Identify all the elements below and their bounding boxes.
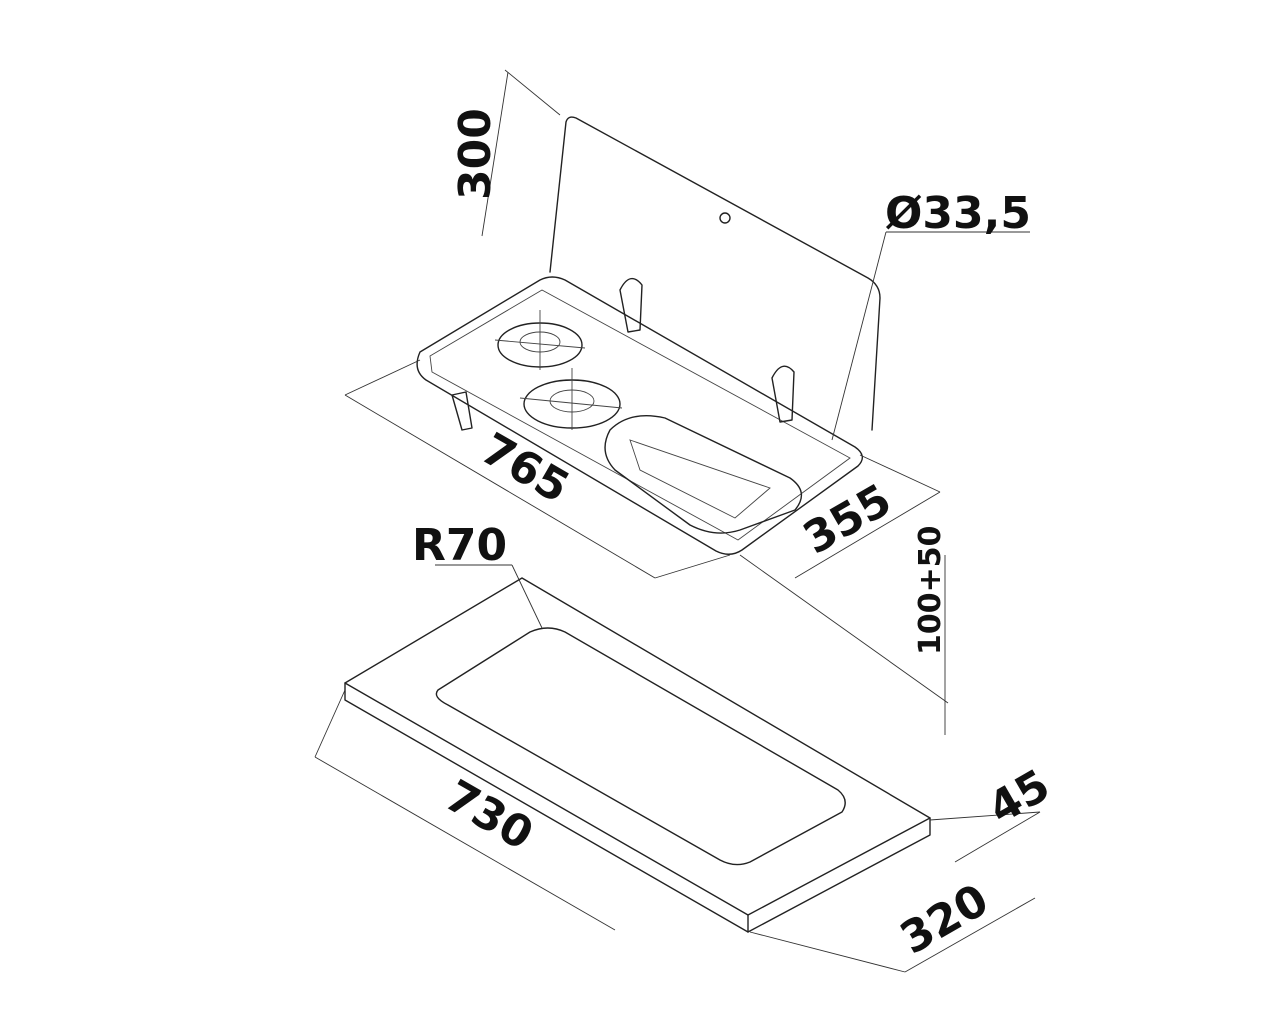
dim-lid-height: 300: [450, 108, 501, 200]
hinge-right: [771, 365, 795, 423]
gas-connector: [451, 391, 473, 431]
sink-basin: [604, 415, 803, 534]
dimension-lines: [314, 69, 1041, 973]
cutout-opening: [435, 627, 846, 866]
dim-height-below: 100+50: [913, 525, 948, 655]
dim-corner-radius: R70: [412, 520, 507, 571]
dim-depth: 355: [795, 474, 900, 564]
dim-length: 765: [473, 423, 578, 513]
dim-cutout-depth: 320: [892, 874, 997, 964]
countertop-cutout: [344, 577, 931, 933]
dim-cutout-edge: 45: [980, 760, 1059, 835]
glass-lid: [549, 116, 881, 431]
dim-hole-diameter: Ø33,5: [885, 188, 1031, 239]
burner-1: [494, 310, 586, 370]
burner-2: [519, 368, 623, 430]
lid-hole: [719, 212, 731, 224]
dim-cutout-length: 730: [437, 770, 542, 860]
hinge-left: [619, 277, 643, 333]
hob-sink-unit: [416, 276, 863, 555]
